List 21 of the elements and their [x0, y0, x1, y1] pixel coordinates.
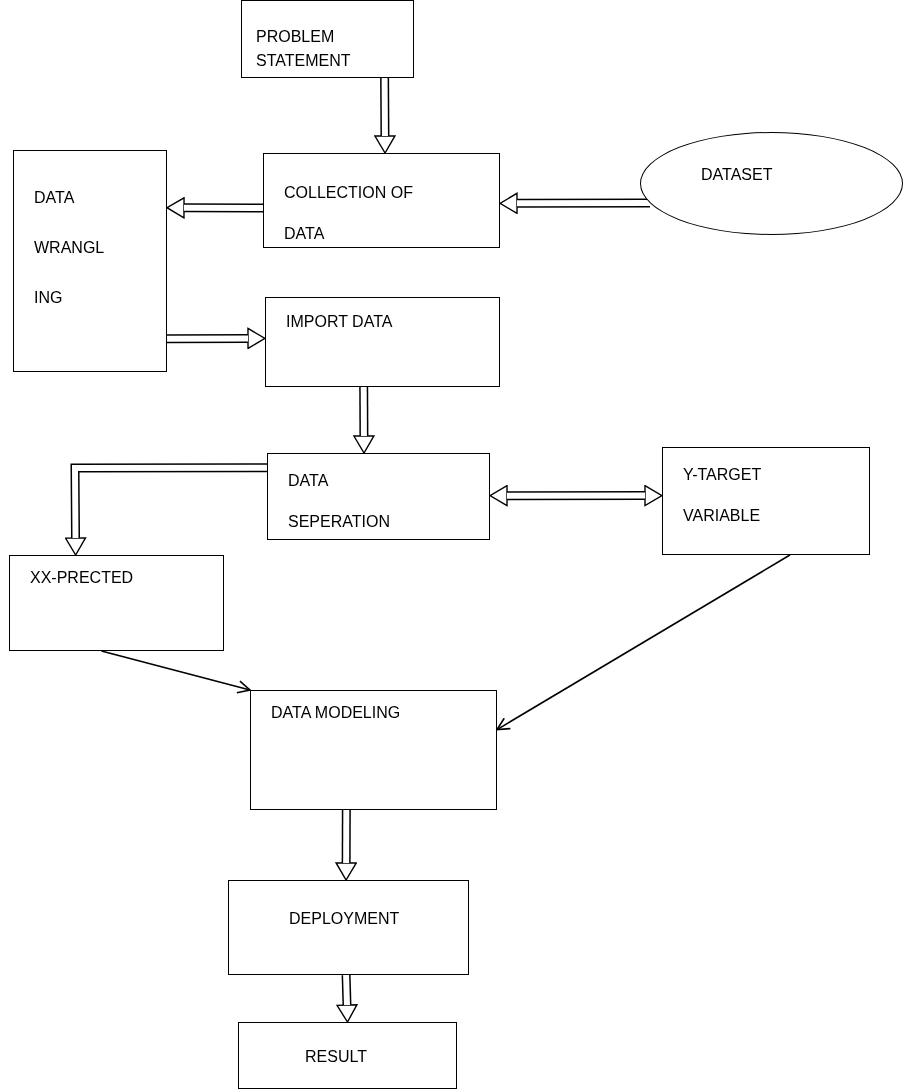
- box-label: DATA MODELING: [271, 703, 401, 723]
- process-box: [13, 150, 167, 372]
- box-label: XX-PRECTED: [30, 568, 134, 588]
- box-label: DATA SEPERATION: [288, 471, 391, 532]
- process-box: [238, 1022, 457, 1089]
- process-box: [9, 555, 224, 651]
- process-box: [241, 0, 414, 78]
- process-box: [662, 447, 870, 555]
- box-label: COLLECTION OF DATA: [284, 183, 414, 244]
- box-label: Y-TARGET VARIABLE: [683, 465, 762, 526]
- process-box: [228, 880, 469, 975]
- box-label: DATASET: [701, 165, 773, 185]
- box-label: DEPLOYMENT: [289, 909, 400, 929]
- box-label: DATA WRANGL ING: [34, 188, 104, 308]
- box-label: IMPORT DATA: [286, 312, 393, 332]
- box-label: PROBLEM STATEMENT: [256, 27, 352, 71]
- box-label: RESULT: [305, 1047, 367, 1067]
- process-box: [265, 297, 500, 387]
- process-box: [267, 453, 490, 540]
- process-box: [250, 690, 497, 810]
- process-box: [263, 153, 500, 248]
